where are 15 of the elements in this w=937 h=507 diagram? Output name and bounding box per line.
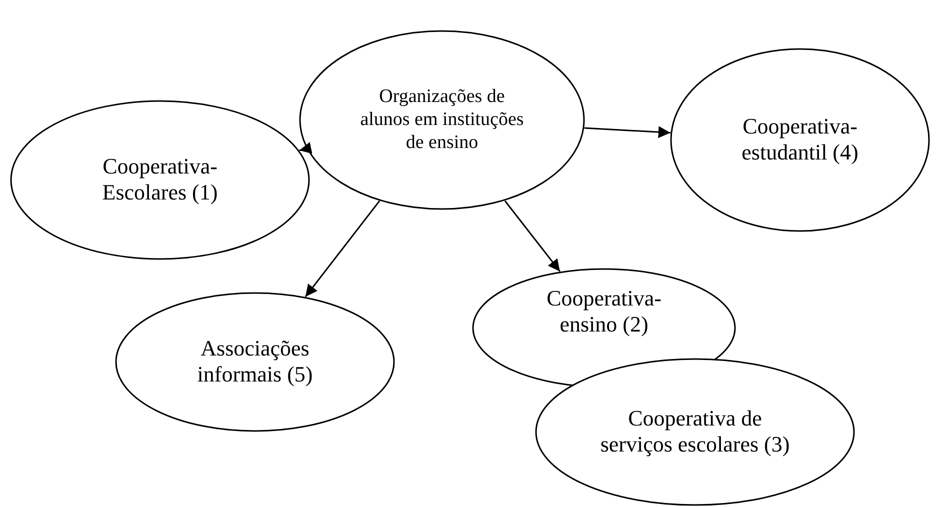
arrow: [584, 126, 670, 138]
ellipse-node: [299, 30, 585, 210]
node-text: Cooperativa de serviços escolares (3): [600, 406, 790, 458]
node-text: Cooperativa-estudantil (4): [740, 114, 860, 166]
arrow: [299, 142, 312, 154]
ellipse-node: [10, 100, 310, 260]
arrow: [304, 200, 380, 298]
node-text: Cooperativa-Escolares (1): [101, 154, 219, 206]
arrow: [504, 200, 561, 272]
ellipse-node: [535, 358, 855, 506]
node-text: Associações informais (5): [196, 336, 314, 388]
node-text: Organizações de alunos em instituções de ensino: [360, 86, 524, 154]
ellipse-node: [115, 292, 395, 432]
node-text: Cooperativa-ensino (2): [546, 286, 662, 338]
ellipse-node: [670, 48, 930, 232]
